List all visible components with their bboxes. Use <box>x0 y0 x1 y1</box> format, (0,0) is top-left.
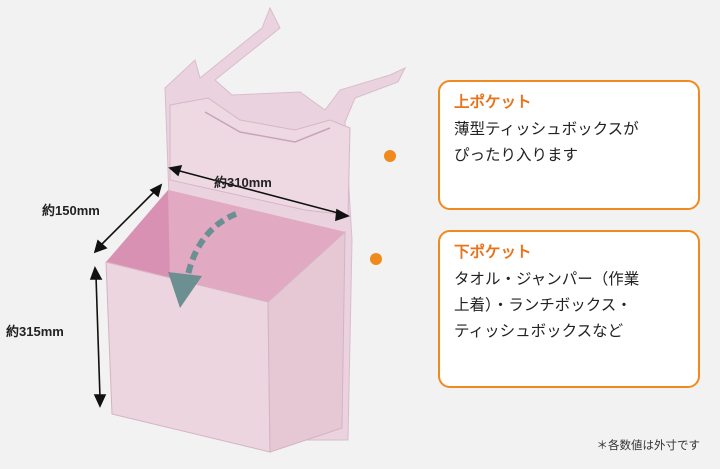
upper-pocket-opening <box>204 111 331 143</box>
width-dimension-line <box>168 164 350 222</box>
lower-pocket-line-1: タオル・ジャンパー（作業 <box>454 270 640 288</box>
insert-arrowhead <box>168 272 202 308</box>
lower-pocket-title: 下ポケット <box>454 243 532 261</box>
width-label: 約310mm <box>214 175 272 190</box>
depth-label: 約150mm <box>42 203 100 218</box>
upper-pocket-description: 薄型ティッシュボックスが ぴったり入ります <box>454 116 684 168</box>
lower-pocket-marker <box>370 253 382 265</box>
upper-pocket-line-2: ぴったり入ります <box>454 146 579 164</box>
upper-pocket-marker <box>384 150 396 162</box>
upper-pocket-flap <box>169 97 351 216</box>
height-dimension-line <box>89 266 107 408</box>
height-label: 約315mm <box>6 324 64 339</box>
lower-pocket-side <box>267 230 346 453</box>
insert-arrow <box>185 211 238 276</box>
upper-pocket-line-1: 薄型ティッシュボックスが <box>454 120 639 138</box>
upper-pocket-title: 上ポケット <box>454 93 532 111</box>
dimensions-footnote: ＊各数値は外寸です <box>596 438 701 452</box>
lower-pocket-callout: 下ポケット タオル・ジャンパー（作業 上着）・ランチボックス・ ティッシュボック… <box>438 230 700 388</box>
lower-pocket-line-2: 上着）・ランチボックス・ <box>454 296 632 314</box>
upper-pocket-callout: 上ポケット 薄型ティッシュボックスが ぴったり入ります <box>438 80 700 210</box>
lower-pocket-description: タオル・ジャンパー（作業 上着）・ランチボックス・ ティッシュボックスなど <box>454 266 684 344</box>
depth-dimension-line <box>93 183 163 254</box>
lower-pocket-line-3: ティッシュボックスなど <box>454 322 624 340</box>
